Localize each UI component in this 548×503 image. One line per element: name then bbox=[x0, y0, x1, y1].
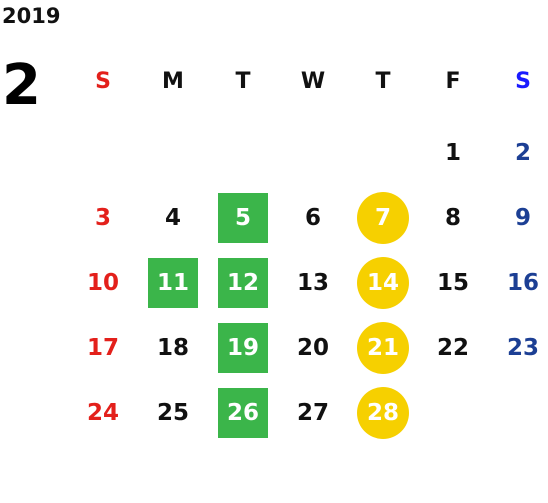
day-number: 10 bbox=[86, 270, 119, 296]
calendar-year: 2019 bbox=[2, 4, 61, 28]
weekday-header: S M T W T F S bbox=[68, 64, 548, 98]
day-number: 23 bbox=[506, 335, 539, 361]
day-cell-friday[interactable]: 8 bbox=[418, 192, 488, 244]
day-cell-monday[interactable]: 18 bbox=[138, 322, 208, 374]
day-cell-wednesday[interactable]: 27 bbox=[278, 387, 348, 439]
day-cell-thursday[interactable]: 7 bbox=[348, 192, 418, 244]
day-number: 21 bbox=[366, 335, 399, 361]
day-number: 18 bbox=[156, 335, 189, 361]
day-cell-tuesday[interactable]: 12 bbox=[208, 257, 278, 309]
day-number: 27 bbox=[296, 400, 329, 426]
day-cell-saturday[interactable]: 9 bbox=[488, 192, 548, 244]
weekday-saturday: S bbox=[515, 68, 531, 94]
day-cell-wednesday[interactable]: 6 bbox=[278, 192, 348, 244]
day-number: 15 bbox=[436, 270, 469, 296]
day-number: 22 bbox=[436, 335, 469, 361]
day-number: 2 bbox=[514, 140, 531, 166]
day-cell-monday[interactable]: 11 bbox=[138, 257, 208, 309]
day-number: 20 bbox=[296, 335, 329, 361]
calendar-month: 2 bbox=[2, 53, 41, 118]
day-number: 5 bbox=[234, 205, 251, 231]
day-number: 13 bbox=[296, 270, 329, 296]
day-cell-saturday[interactable]: 23 bbox=[488, 322, 548, 374]
day-number: 9 bbox=[514, 205, 531, 231]
day-cell-thursday[interactable]: 21 bbox=[348, 322, 418, 374]
day-cell-thursday[interactable]: 14 bbox=[348, 257, 418, 309]
day-cell-sunday[interactable]: 17 bbox=[68, 322, 138, 374]
day-cell-tuesday[interactable]: 19 bbox=[208, 322, 278, 374]
day-cell-monday bbox=[138, 127, 208, 179]
calendar-week: 17 18 19 20 21 22 23 bbox=[68, 322, 548, 374]
day-cell-friday bbox=[418, 387, 488, 439]
day-number: 14 bbox=[366, 270, 399, 296]
day-cell-thursday[interactable]: 28 bbox=[348, 387, 418, 439]
day-cell-thursday bbox=[348, 127, 418, 179]
day-cell-friday[interactable]: 22 bbox=[418, 322, 488, 374]
weekday-wednesday: W bbox=[300, 68, 326, 94]
day-cell-monday[interactable]: 4 bbox=[138, 192, 208, 244]
day-cell-wednesday[interactable]: 20 bbox=[278, 322, 348, 374]
day-number: 7 bbox=[374, 205, 391, 231]
day-number: 8 bbox=[444, 205, 461, 231]
day-number: 16 bbox=[506, 270, 539, 296]
weekday-thursday: T bbox=[375, 68, 391, 94]
day-number: 17 bbox=[86, 335, 119, 361]
day-cell-tuesday[interactable]: 26 bbox=[208, 387, 278, 439]
day-number: 3 bbox=[94, 205, 111, 231]
day-cell-friday[interactable]: 1 bbox=[418, 127, 488, 179]
day-cell-tuesday bbox=[208, 127, 278, 179]
day-cell-saturday[interactable]: 2 bbox=[488, 127, 548, 179]
weekday-friday: F bbox=[445, 68, 461, 94]
day-number: 26 bbox=[226, 400, 259, 426]
calendar-week: 24 25 26 27 28 bbox=[68, 387, 548, 439]
day-number: 25 bbox=[156, 400, 189, 426]
day-cell-wednesday bbox=[278, 127, 348, 179]
day-cell-wednesday[interactable]: 13 bbox=[278, 257, 348, 309]
day-number: 6 bbox=[304, 205, 321, 231]
weekday-monday: M bbox=[162, 68, 184, 94]
day-cell-sunday[interactable]: 10 bbox=[68, 257, 138, 309]
day-cell-saturday[interactable]: 16 bbox=[488, 257, 548, 309]
day-cell-tuesday[interactable]: 5 bbox=[208, 192, 278, 244]
day-number: 12 bbox=[226, 270, 259, 296]
day-number: 1 bbox=[444, 140, 461, 166]
day-number: 11 bbox=[156, 270, 189, 296]
day-cell-sunday[interactable]: 3 bbox=[68, 192, 138, 244]
day-number: 28 bbox=[366, 400, 399, 426]
weekday-tuesday: T bbox=[235, 68, 251, 94]
calendar-week: 3 4 5 6 7 8 9 bbox=[68, 192, 548, 244]
day-cell-sunday bbox=[68, 127, 138, 179]
calendar-week: 10 11 12 13 14 15 16 bbox=[68, 257, 548, 309]
day-number: 19 bbox=[226, 335, 259, 361]
day-cell-friday[interactable]: 15 bbox=[418, 257, 488, 309]
weekday-sunday: S bbox=[95, 68, 111, 94]
day-number: 24 bbox=[86, 400, 119, 426]
day-cell-sunday[interactable]: 24 bbox=[68, 387, 138, 439]
day-cell-monday[interactable]: 25 bbox=[138, 387, 208, 439]
day-cell-saturday bbox=[488, 387, 548, 439]
day-number: 4 bbox=[164, 205, 181, 231]
